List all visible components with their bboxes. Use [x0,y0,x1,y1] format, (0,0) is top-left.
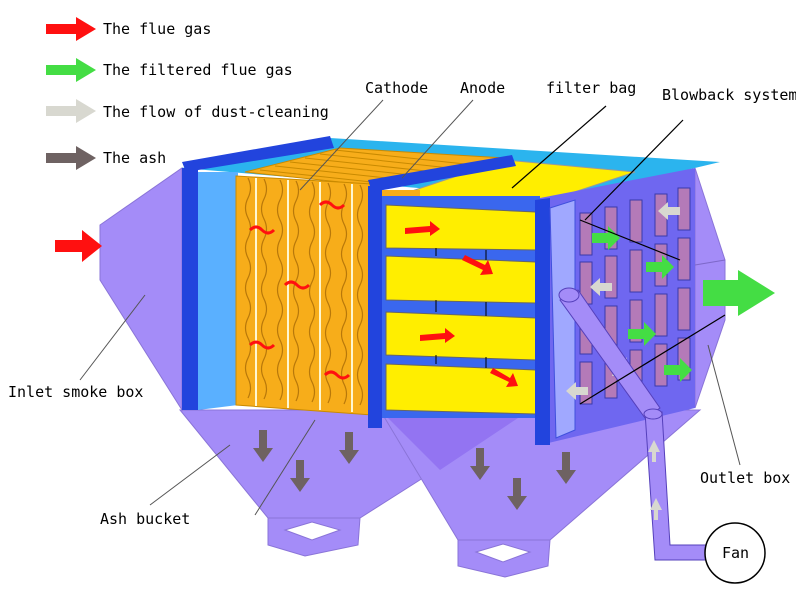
green-arrow-icon [46,58,96,82]
leader-lines [79,99,741,516]
ash-arrows [253,430,576,510]
flue-gas-wave-arrows [248,200,351,380]
fan [704,522,766,584]
label-ash-bucket: Ash bucket [100,510,190,528]
filter-bag [385,363,537,415]
legend-label-flue-gas: The flue gas [103,20,211,38]
legend-label-ash: The ash [103,149,166,167]
filter-bag-section [382,196,540,418]
filter-bag [385,255,537,304]
label-anode: Anode [460,79,505,97]
label-cathode: Cathode [365,79,428,97]
inlet-frame [182,136,334,410]
outlet-filtered-gas-arrow [703,270,775,316]
filtered-gas-arrows [592,226,692,382]
hopper-shadow [380,410,530,470]
inlet-smoke-box [99,167,183,412]
light-arrow-icon [46,99,96,123]
legend-label-dust-cleaning: The flow of dust-cleaning [103,103,329,121]
flue-gas-bag-arrows [405,221,518,387]
filter-bag [385,204,537,251]
label-fan: Fan [722,544,749,562]
pipe-flow-arrows [648,440,662,520]
label-outlet-box: Outlet box [700,469,790,487]
inlet-flue-gas-arrow [55,230,102,262]
ash-arrow-icon [46,146,96,170]
legend: The flue gas The filtered flue gas The f… [46,17,329,170]
legend-label-filtered-gas: The filtered flue gas [103,61,293,79]
label-inlet-smoke-box: Inlet smoke box [8,383,143,401]
electrostatic-section [235,175,373,416]
red-arrow-icon [46,17,96,41]
label-filter-bag: filter bag [546,79,636,97]
filter-bag [385,311,537,361]
outlet-box-edge [694,259,726,266]
label-blowback-system: Blowback system [662,86,796,104]
blowback-panel [535,168,695,445]
